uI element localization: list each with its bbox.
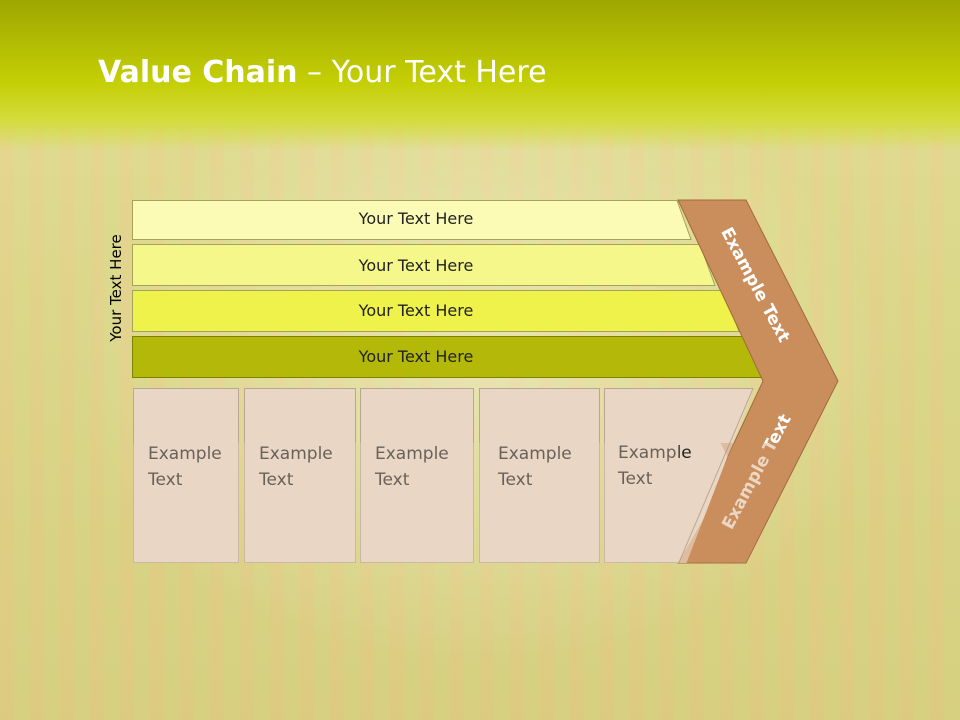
box-5-line1: Example — [618, 440, 692, 466]
box-5-shape — [604, 388, 754, 563]
bar-1-label: Your Text Here — [358, 209, 474, 228]
bar-2[interactable]: Your Text Here — [132, 244, 716, 286]
slide-title: Value Chain – Your Text Here — [98, 55, 547, 90]
bar-4[interactable]: Your Text Here — [132, 336, 764, 378]
box-3-line2: Text — [375, 467, 449, 493]
bar-1[interactable]: Your Text Here — [132, 200, 692, 240]
title-bold: Value Chain — [98, 55, 298, 90]
box-3-line1: Example — [375, 441, 449, 467]
box-1-line1: Example — [148, 441, 222, 467]
box-5-line2: Text — [618, 466, 692, 492]
bar-2-label: Your Text Here — [358, 256, 474, 275]
reflection — [133, 443, 833, 563]
bar-3[interactable]: Your Text Here — [132, 290, 740, 332]
box-4-line1: Example — [498, 441, 572, 467]
box-2-line1: Example — [259, 441, 333, 467]
box-1-line2: Text — [148, 467, 222, 493]
box-2-line2: Text — [259, 467, 333, 493]
side-label-text: Your Text Here — [107, 234, 125, 342]
bar-4-label: Your Text Here — [358, 347, 474, 366]
bar-3-label: Your Text Here — [358, 301, 474, 320]
header-band — [0, 0, 960, 150]
box-4-line2: Text — [498, 467, 572, 493]
title-rest: – Your Text Here — [297, 55, 547, 90]
